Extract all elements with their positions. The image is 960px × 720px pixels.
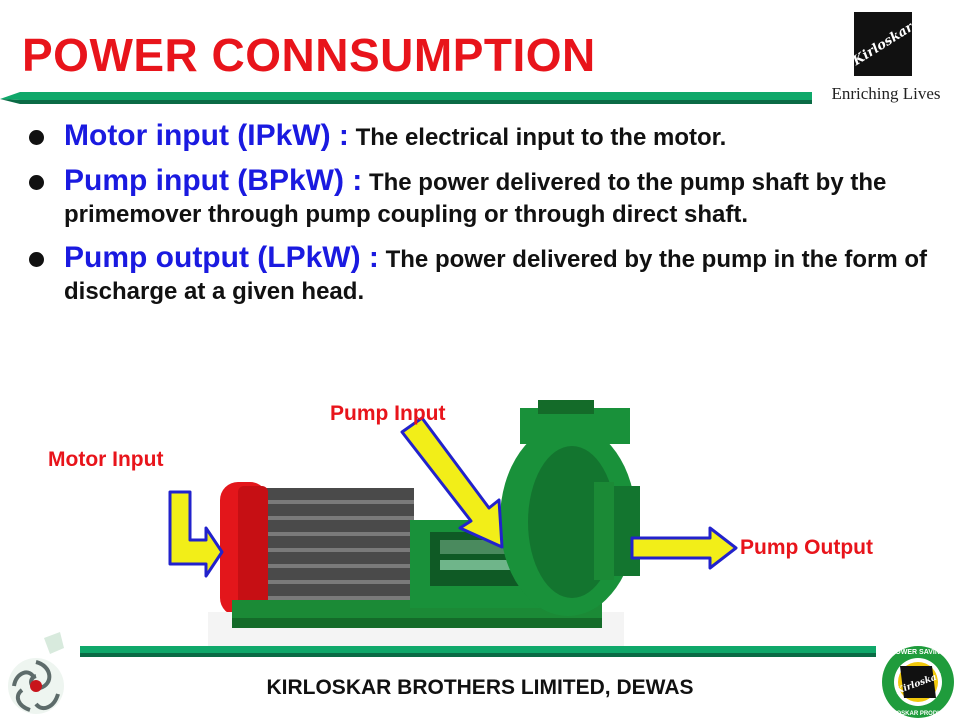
bullet-pump-input: Pump input (BPkW) : The power delivered … — [24, 165, 934, 231]
badge-top-text: POWER SAVING — [891, 649, 946, 656]
footer-company: KIRLOSKAR BROTHERS LIMITED, DEWAS — [266, 676, 694, 699]
pump-input-label: Pump Input — [330, 402, 446, 425]
motor-input-arrow — [168, 490, 224, 578]
bullet-text: The power delivered to the pump shaft by… — [64, 169, 887, 228]
title-underline — [0, 92, 812, 104]
badge-bottom-text: KIRLOSKAR PRODUCTS — [882, 711, 953, 717]
bullet-term: Pump input (BPkW) : — [64, 164, 363, 197]
bullet-pump-output: Pump output (LPkW) : The power delivered… — [24, 242, 934, 308]
slide-title: POWER CONNSUMPTION — [22, 29, 596, 81]
bullet-dot — [29, 252, 44, 267]
bullet-dot — [29, 130, 44, 145]
swirl-emblem-icon — [8, 632, 64, 714]
pump-output-label: Pump Output — [740, 536, 873, 559]
bullet-term: Motor input (IPkW) : — [64, 119, 349, 152]
pump-output-arrow — [630, 526, 738, 570]
motor-body — [262, 488, 414, 610]
bullet-text: The electrical input to the motor. — [348, 124, 727, 151]
pump-diagram — [168, 400, 738, 652]
pump-input-arrow — [400, 416, 504, 549]
bullet-text: The power delivered by the pump in the f… — [64, 246, 927, 305]
bullet-dot — [29, 175, 44, 190]
footer-rule — [80, 646, 876, 657]
pump-base — [208, 600, 624, 652]
bullet-term: Pump output (LPkW) : — [64, 241, 379, 274]
bullet-motor-input: Motor input (IPkW) : The electrical inpu… — [24, 120, 934, 154]
bullet-list: Motor input (IPkW) : The electrical inpu… — [24, 120, 934, 319]
motor-input-label: Motor Input — [48, 448, 164, 471]
tagline: Enriching Lives — [831, 84, 941, 103]
motor-end-cap — [220, 482, 268, 616]
logo-text: Kirloskar — [850, 19, 916, 69]
power-saving-badge-icon: Kirloskar POWER SAVING KIRLOSKAR PRODUCT… — [882, 646, 954, 718]
kirloskar-logo: Kirloskar — [850, 12, 916, 76]
pump-volute — [500, 400, 640, 616]
